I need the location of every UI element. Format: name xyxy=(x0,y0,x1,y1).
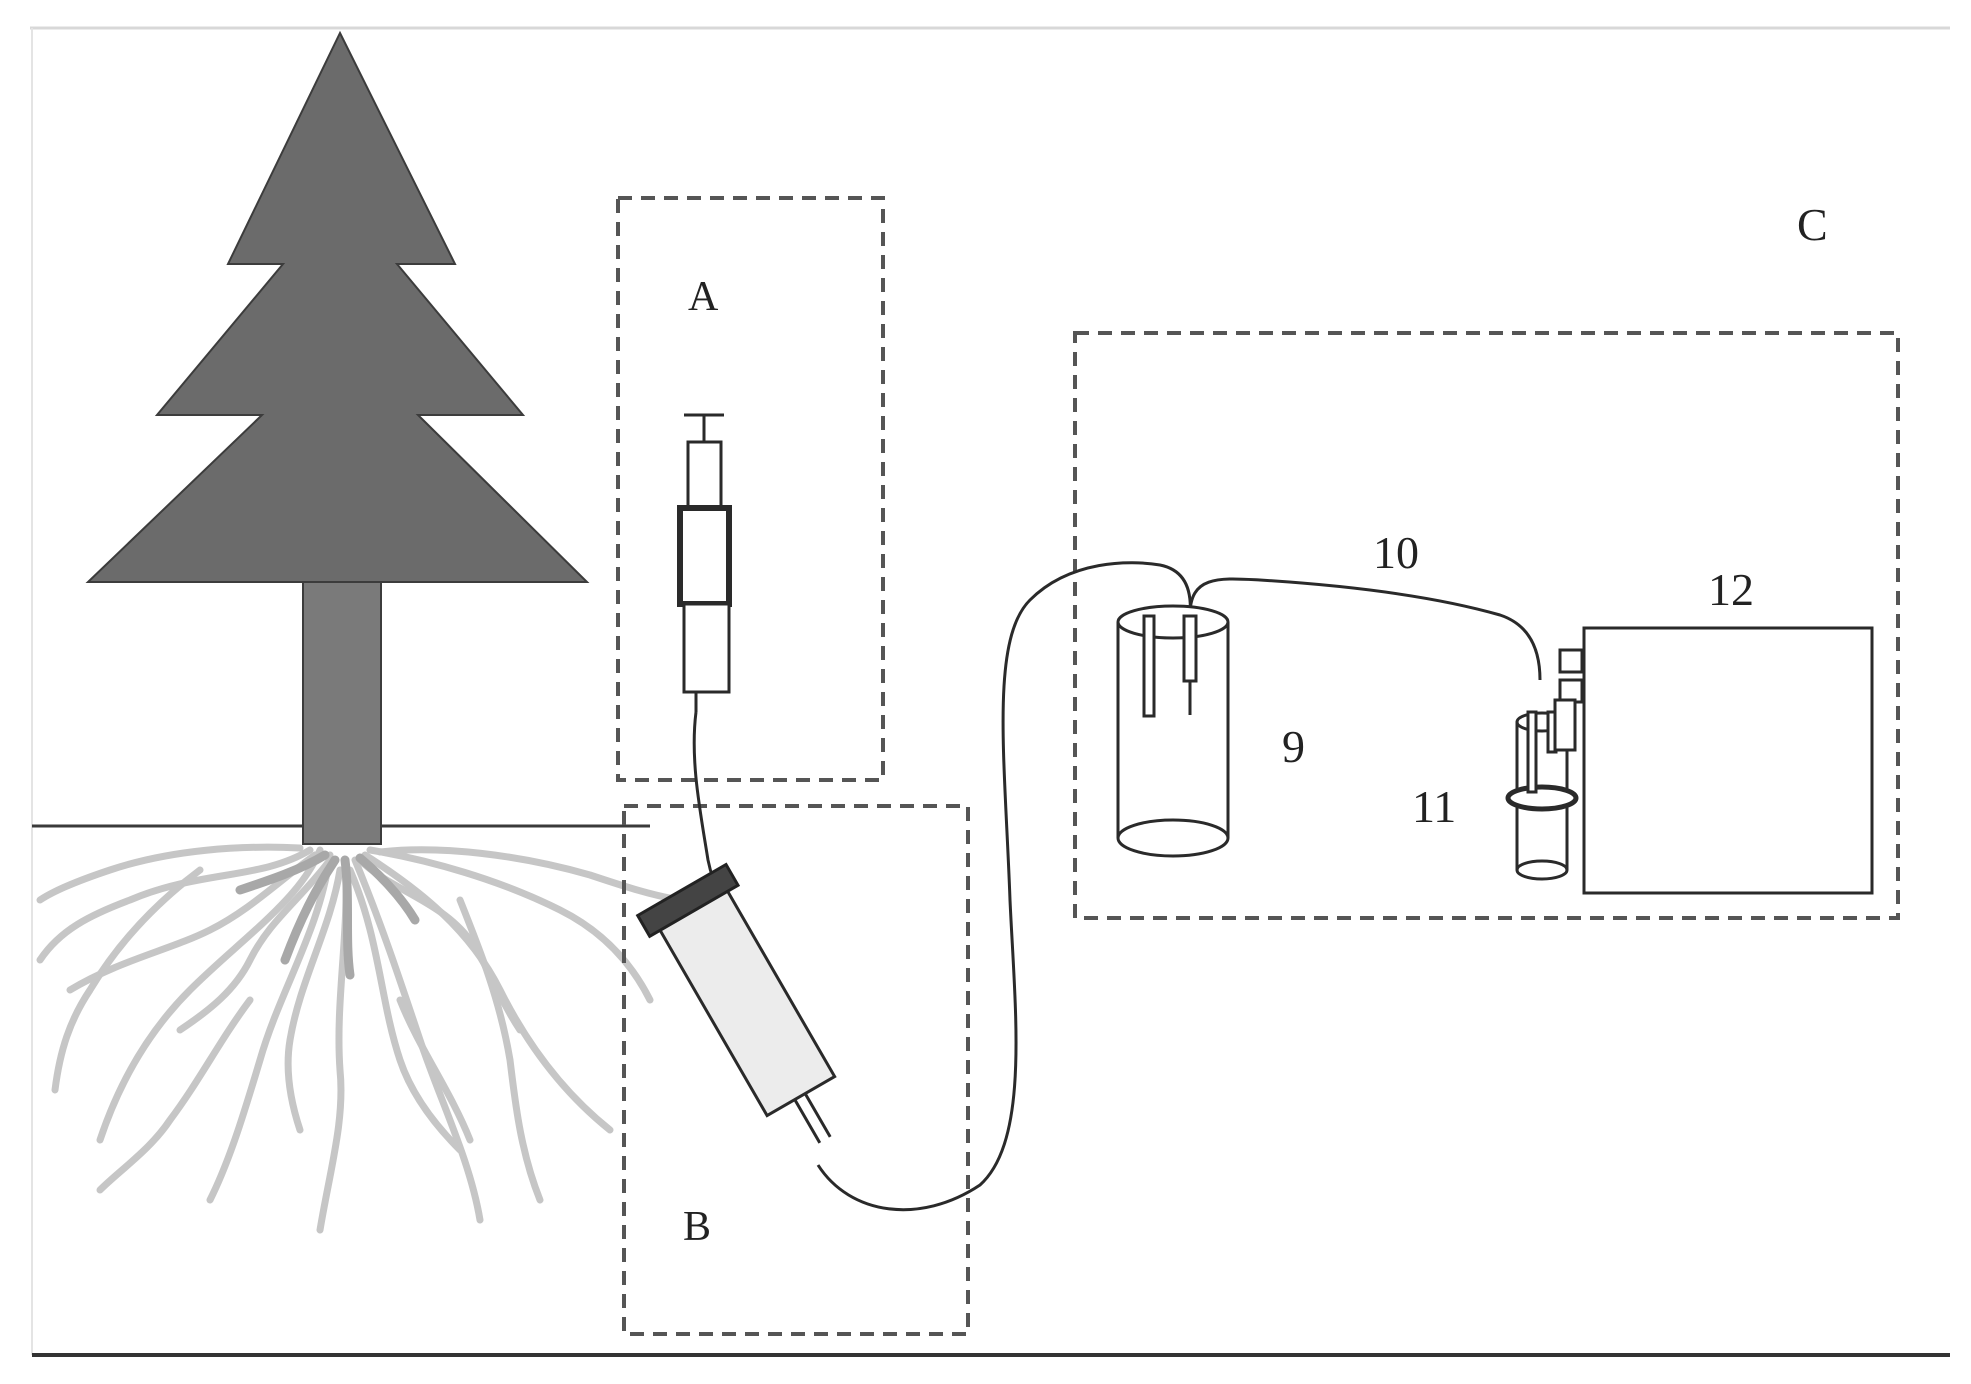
box-c-outline xyxy=(1073,331,1900,920)
frame xyxy=(30,26,1950,1357)
box-b-outline xyxy=(622,804,970,1336)
tree-foliage xyxy=(85,30,590,583)
label-10: 10 xyxy=(1373,527,1419,578)
syringe-icon xyxy=(677,413,732,712)
label-12: 12 xyxy=(1708,564,1754,615)
label-b: B xyxy=(683,1204,711,1250)
soil-sampling-cartridge-icon xyxy=(635,862,837,1144)
label-11: 11 xyxy=(1412,781,1456,832)
tree-trunk xyxy=(302,581,382,845)
tree-roots-dark xyxy=(235,850,420,980)
label-c: C xyxy=(1797,199,1828,250)
small-vial-icon xyxy=(1505,710,1579,881)
box-a-outline xyxy=(616,196,885,782)
collection-bottle-icon xyxy=(1116,604,1230,858)
tree-roots xyxy=(36,843,684,1234)
conifer-tree-icon xyxy=(85,30,590,845)
analyzer-box-icon xyxy=(1553,626,1874,895)
label-a: A xyxy=(688,274,719,320)
label-9: 9 xyxy=(1282,721,1305,772)
